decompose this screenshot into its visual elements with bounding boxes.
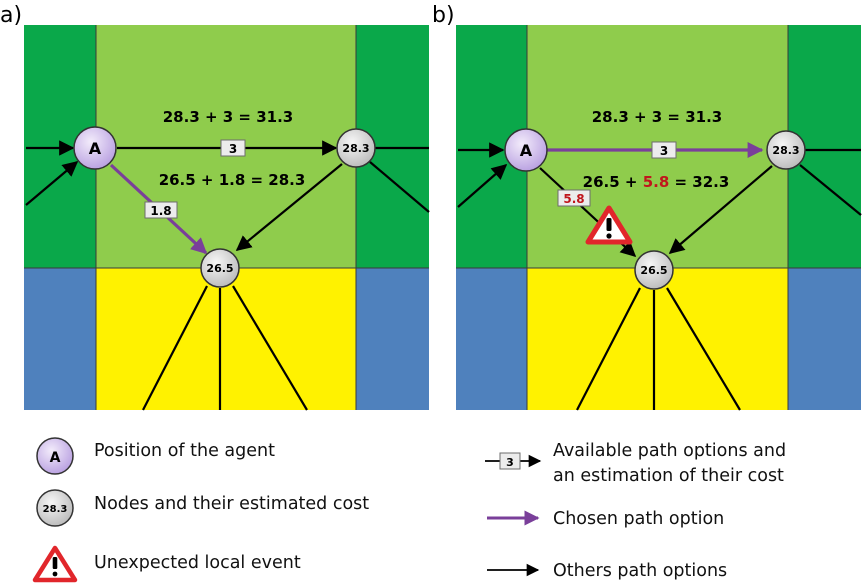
path-option-line xyxy=(666,287,741,411)
cost-formula-bottom: 26.5 + 5.8 = 32.3 xyxy=(583,173,730,191)
formula-prefix: 26.5 + xyxy=(583,173,643,191)
cost-formula-top: 28.3 + 3 = 31.3 xyxy=(592,108,722,126)
legend-agent-text: Position of the agent xyxy=(94,441,275,461)
panel-b-letter: b) xyxy=(432,3,455,28)
agent-label: A xyxy=(89,139,102,158)
node-circle xyxy=(336,128,376,168)
warning-icon xyxy=(585,205,633,245)
cost-box xyxy=(144,201,178,219)
agent-node xyxy=(73,126,117,170)
panel-a-left-blue-region xyxy=(24,268,96,410)
incoming-path-arrow xyxy=(457,163,508,208)
legend-agent-symbol-label: A xyxy=(50,450,61,466)
cost-box xyxy=(557,189,591,207)
node-circle xyxy=(766,130,806,170)
path-option-line xyxy=(576,287,641,411)
node-circle xyxy=(634,250,674,290)
legend-nodes-text: Nodes and their estimated cost xyxy=(94,494,369,514)
legend-agent-symbol xyxy=(36,437,74,475)
panel-a-yellow-region xyxy=(96,268,356,410)
agent-node xyxy=(504,128,548,172)
legend-warning-icon xyxy=(32,545,78,583)
legend-others-text: Others path options xyxy=(553,561,727,581)
formula-suffix: = 32.3 xyxy=(669,173,729,191)
panel-a: a) 3 1.8 28.3 + 3 = 31.3 26.5 + 1.8 = 28… xyxy=(0,3,430,411)
cost-label: 1.8 xyxy=(150,204,171,218)
legend-cost-label: 3 xyxy=(506,456,514,469)
path-option-line xyxy=(799,164,862,216)
node-cost-label: 28.3 xyxy=(772,144,799,157)
legend-chosen-text: Chosen path option xyxy=(553,509,724,529)
panel-b-yellow-region xyxy=(527,268,788,410)
panel-b-right-blue-region xyxy=(788,268,861,410)
node-cost-label: 28.3 xyxy=(342,142,369,155)
legend-cost-box xyxy=(499,452,521,470)
legend-event-text: Unexpected local event xyxy=(94,553,301,573)
formula-changed-cost: 5.8 xyxy=(643,173,670,191)
cost-formula-top: 28.3 + 3 = 31.3 xyxy=(163,108,293,126)
panel-b-left-blue-region xyxy=(456,268,527,410)
cost-label: 3 xyxy=(229,142,237,156)
panel-a-right-blue-region xyxy=(356,268,429,410)
agent-label: A xyxy=(520,141,533,160)
legend-available-text-line2: an estimation of their cost xyxy=(553,466,784,486)
legend-node-symbol xyxy=(36,489,74,527)
node-circle xyxy=(200,248,240,288)
cost-label: 5.8 xyxy=(563,192,584,206)
panel-a-letter: a) xyxy=(0,3,22,28)
legend: A Position of the agent 28.3 Nodes and t… xyxy=(32,437,786,583)
path-option-arrow xyxy=(235,163,343,251)
legend-available-text-line1: Available path options and xyxy=(553,441,786,461)
cost-box xyxy=(651,141,677,159)
incoming-path-arrow xyxy=(25,161,79,206)
path-option-line xyxy=(142,285,208,411)
legend-node-symbol-label: 28.3 xyxy=(43,504,68,515)
path-option-line xyxy=(232,285,308,411)
node-cost-label: 26.5 xyxy=(206,262,233,275)
cost-formula-bottom: 26.5 + 1.8 = 28.3 xyxy=(159,171,306,189)
node-cost-label: 26.5 xyxy=(640,264,667,277)
path-option-arrow xyxy=(668,165,773,254)
panel-b: b) 3 5.8 28.3 + 3 = 31.3 26.5 + 5.8 = 32… xyxy=(432,3,862,411)
cost-label: 3 xyxy=(660,144,668,158)
cost-box xyxy=(220,139,246,157)
path-option-line xyxy=(369,161,430,213)
